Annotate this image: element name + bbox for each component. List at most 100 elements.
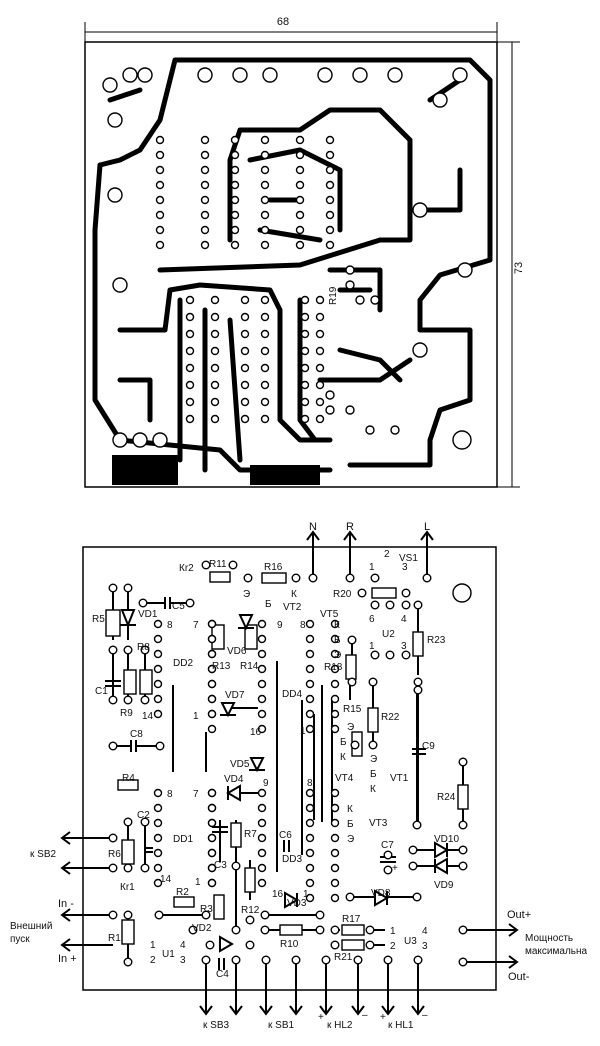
label-in-plus: In + (58, 953, 77, 965)
label-r11: R11 (209, 559, 227, 570)
ic-pin (305, 679, 315, 689)
pin-number: 8 (167, 620, 173, 631)
copper-pad (345, 405, 355, 415)
ic-pin (257, 724, 267, 734)
ic-pin (207, 848, 217, 858)
component-pad (138, 598, 148, 608)
pin-letter: Б (265, 599, 272, 610)
copper-pad (325, 405, 335, 415)
pin-letter: Э (243, 589, 250, 600)
copper-pad (107, 187, 123, 203)
label-r19: R19 (328, 286, 339, 305)
copper-pad (185, 312, 195, 322)
component-pad (188, 925, 198, 935)
copper-pad (295, 165, 305, 175)
ic-pin (305, 788, 315, 798)
component-pad (140, 863, 150, 873)
component-pad (412, 892, 422, 902)
pin-letter: Б (334, 635, 341, 646)
copper-pad (300, 363, 310, 373)
resistor-r20 (371, 587, 397, 599)
label-vt1: VT1 (390, 773, 409, 784)
ic-pin (153, 649, 163, 659)
pin-number: 4 (422, 926, 428, 937)
label-vd8: VD8 (371, 888, 391, 899)
copper-pad (325, 225, 335, 235)
label-r18: R18 (324, 662, 343, 673)
copper-pad (295, 135, 305, 145)
component-pad (205, 940, 215, 950)
component-pad (315, 925, 325, 935)
copper-pad (260, 240, 270, 250)
component-pad (401, 650, 411, 660)
ic-pin (305, 709, 315, 719)
label-l: L (424, 521, 430, 533)
label-c9: C9 (422, 741, 435, 752)
copper-pad (315, 346, 325, 356)
ic-pin (153, 788, 163, 798)
ic-pin (257, 848, 267, 858)
label-c1: C1 (95, 686, 108, 697)
copper-pad (155, 135, 165, 145)
ic-pin (207, 863, 217, 873)
copper-pad (325, 210, 335, 220)
label-c6: C6 (279, 830, 292, 841)
pin-labels: 2 1 3 6 4 1 3 8 7 9 14 1 16 8 1 8 7 9 8 … (142, 549, 428, 966)
ic-pin (305, 694, 315, 704)
component-pad (321, 955, 331, 965)
label-vd4: VD4 (224, 774, 244, 785)
component-pad (383, 865, 393, 875)
pin-number: 16 (272, 889, 284, 900)
copper-pad (260, 295, 270, 305)
copper-pad (230, 210, 240, 220)
component-pad (458, 957, 468, 967)
resistor-r22 (367, 707, 379, 733)
copper-pad (200, 195, 210, 205)
label-vt3: VT3 (369, 818, 388, 829)
label-vd9: VD9 (434, 880, 454, 891)
copper-pad (300, 346, 310, 356)
component-pad (108, 645, 118, 655)
label-out-minus: Out- (508, 971, 530, 983)
component-pad (383, 955, 393, 965)
ic-pin (257, 649, 267, 659)
label-r9: R9 (120, 708, 133, 719)
copper-pad (300, 312, 310, 322)
ic-pin (330, 679, 340, 689)
component-pad (123, 957, 133, 967)
ic-pin (257, 818, 267, 828)
component-pad (140, 817, 150, 827)
ic-pin (305, 833, 315, 843)
copper-pad (295, 180, 305, 190)
label-r13: R13 (212, 661, 231, 672)
component-pad (123, 910, 133, 920)
label-r16: R16 (264, 562, 283, 573)
copper-pad (200, 165, 210, 175)
pin-number: 2 (390, 941, 396, 952)
component-pad (261, 955, 271, 965)
copper-pad (325, 165, 335, 175)
label-vd10: VD10 (434, 834, 459, 845)
label-power: Мощность (525, 933, 573, 944)
copper-pad (112, 277, 128, 293)
pin-number: 1 (150, 940, 156, 951)
copper-pad (230, 135, 240, 145)
copper-pad (185, 346, 195, 356)
copper-pad (210, 363, 220, 373)
label-r22: R22 (381, 712, 400, 723)
copper-pad (260, 329, 270, 339)
ic-pin (257, 709, 267, 719)
component-pad (368, 740, 378, 750)
polarity-minus: – (362, 1010, 368, 1021)
pin-number: 4 (180, 940, 186, 951)
copper-pad (240, 329, 250, 339)
component-pad (155, 741, 165, 751)
resistor-r5 (105, 609, 121, 637)
copper-pad (210, 380, 220, 390)
pin-letter: Э (370, 754, 377, 765)
component-pad (140, 645, 150, 655)
label-dd2: DD2 (173, 658, 193, 669)
component-pad (231, 955, 241, 965)
ic-pin (257, 619, 267, 629)
